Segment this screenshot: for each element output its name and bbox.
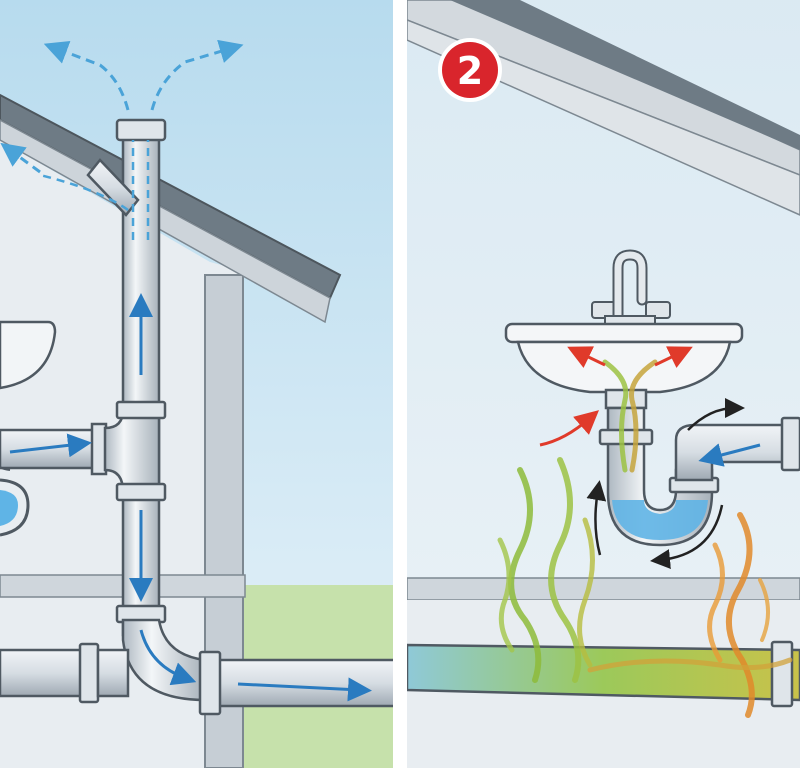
sewer-coupling <box>770 640 794 708</box>
suction-arrow-icon <box>539 410 600 447</box>
step-badge: 2 <box>438 38 502 102</box>
sewer-gas-icon <box>628 359 658 473</box>
sewer-gas-icon <box>577 517 595 668</box>
flow-arrow-icon <box>698 443 761 467</box>
flow-arrow-icon <box>9 433 92 458</box>
trap-water <box>0 490 18 526</box>
panel-divider <box>393 0 407 768</box>
siphon-arrow-icon <box>687 398 745 431</box>
suction-arrow-icon <box>567 346 606 369</box>
stack-coupling <box>115 400 167 420</box>
sink-edge <box>0 320 57 390</box>
panel-unvented <box>407 0 800 768</box>
branch-drain-pipe <box>0 428 107 470</box>
trap-water <box>612 500 708 540</box>
vent-air-path-icon <box>39 173 129 212</box>
sewer-gas-icon <box>707 542 725 663</box>
sewer-pipe <box>407 643 800 702</box>
roof-fascia <box>407 19 800 216</box>
sewer-gas-icon <box>497 537 515 653</box>
main-drain-pipe <box>0 648 92 698</box>
roof-fascia <box>0 119 331 324</box>
stack-coupling <box>115 482 167 502</box>
vent-air-arrow-icon <box>43 41 130 111</box>
roof <box>450 0 800 150</box>
vent-cap <box>115 118 167 142</box>
flow-arrow-icon <box>237 677 372 702</box>
sewer-gas-icon <box>758 578 771 642</box>
sewer-gas-icon <box>587 657 793 673</box>
p-trap-edge <box>0 478 30 537</box>
sewer-gas-icon <box>725 512 755 718</box>
sewer-gas-icon <box>548 457 582 683</box>
panel-vented <box>0 0 393 768</box>
flow-arrow-icon <box>139 629 197 686</box>
main-coupling <box>198 650 222 716</box>
roof-underside <box>407 0 800 176</box>
sewer-gas-icon <box>602 359 629 473</box>
sink-rim <box>504 322 744 344</box>
suction-arrow-icon <box>654 346 693 369</box>
siphon-arrow-icon <box>650 504 724 569</box>
vent-air-arrow-icon <box>150 39 244 111</box>
siphon-arrow-icon <box>586 480 607 556</box>
step-badge-number: 2 <box>457 49 483 93</box>
trap-nut <box>598 428 654 446</box>
main-drain-pipe <box>203 658 393 708</box>
main-coupling <box>78 642 100 704</box>
vent-air-arrow-icon <box>0 142 41 174</box>
